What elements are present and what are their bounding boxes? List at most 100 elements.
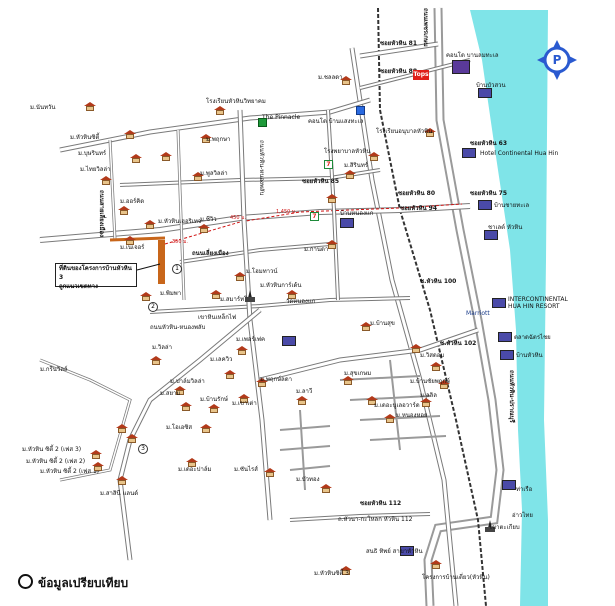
label-mu-nantawan: ม.นันทวัน	[30, 104, 56, 111]
label-sea: อ่าวไทย	[512, 512, 533, 519]
label-mu-lake: ม.เลควิว	[210, 356, 233, 363]
building-icon	[492, 298, 506, 308]
house-icon	[340, 566, 352, 575]
label-soi-100: ซ.หัวหิน 100	[420, 278, 457, 285]
label-condo-paeng: คอนโด บ้านแสงทะเล	[308, 118, 364, 125]
highway-phetkasem-inner	[425, 7, 503, 606]
project-sublabel: ถูกแนวเขตทาง	[59, 283, 98, 290]
marker-1: 1	[172, 264, 182, 274]
label-mu-nature: ม.เนเจอร์	[120, 244, 145, 251]
label-soi-85: ซอยหัวหิน 85	[302, 178, 340, 185]
label-mu-orchid: ม.ออร์คิด	[120, 198, 145, 205]
label-soi-63: ซอยหัวหิน 63	[470, 140, 508, 147]
house-icon	[384, 414, 396, 423]
label-baan-suan: บ้านบัวสวน	[476, 82, 506, 89]
label-baan-chaitalay: บ้านชายทะเล	[494, 202, 530, 209]
house-icon	[130, 154, 142, 163]
label-road-bypass: ถนนเลี่ยงเมือง	[192, 250, 229, 257]
label-baan-hua-hin: บ้านหัวหิน	[516, 352, 543, 359]
label-mu-hh-garden: ม.หัวหินการ์เด้น	[260, 282, 302, 289]
project-label: ที่ดินของโครงการบ้านหัวหิน 3	[59, 265, 132, 281]
label-road-south: ถนนหัวหิน-ปราณบุรี	[508, 370, 515, 423]
label-mu-hh-heritage: ม.หัวหินเฮอริเทจ	[158, 218, 202, 225]
building-icon	[484, 230, 498, 240]
label-mu-sukkasem: ม.สุขเกษม	[344, 370, 372, 377]
house-icon	[214, 106, 226, 115]
building-icon	[498, 332, 512, 342]
house-icon	[286, 290, 298, 299]
label-mu-palm: ม.ปาล์มวิลล่า	[170, 378, 205, 385]
label-mu-smart-home: ม.สมาร์ทโฮม	[220, 296, 255, 303]
label-school-anuban: โรงเรียนอนุบาลหัวหิน	[376, 128, 433, 135]
house-icon	[326, 194, 338, 203]
condo-building-icon	[452, 60, 470, 74]
house-icon	[360, 322, 372, 331]
label-mu-baan-rak: ม.บ้านรักษ์	[200, 396, 228, 403]
house-icon	[430, 560, 442, 569]
label-sonthi: สนธิ ทิพย์ สาขาหัวหิน	[366, 548, 423, 555]
house-icon	[236, 346, 248, 355]
label-soi-75: ซอยหัวหิน 75	[470, 190, 508, 197]
label-mu-sirin: ม.สิรินทร์	[344, 162, 369, 169]
label-mu-la-vie: ม.ลาวี	[296, 388, 313, 395]
road-grid-south	[279, 409, 331, 491]
house-icon	[256, 378, 268, 387]
building-icon	[500, 350, 514, 360]
road-grid-east	[339, 359, 447, 451]
building-icon	[462, 148, 476, 158]
house-icon	[296, 396, 308, 405]
house-icon	[208, 404, 220, 413]
tops-store-icon: Tops	[413, 70, 429, 80]
label-road-main: ถนนหัวหิน-หนองพลับ	[150, 324, 206, 331]
label-mu-sasini: ม.สาสินี แลนด์	[100, 490, 139, 497]
project-plot	[158, 240, 165, 284]
house-icon	[366, 396, 378, 405]
label-mu-hh-3: ม.หัวหิน ซิตี้ 2 (เฟส 1)	[40, 468, 100, 475]
temple-icon	[244, 290, 256, 302]
house-icon	[238, 394, 250, 403]
label-mu-hh-city: ม.หัวหินซิตี้	[70, 134, 100, 141]
label-mu-hh3: ม.หัวหินซิตี้ 3	[314, 570, 349, 577]
house-icon	[342, 376, 354, 385]
label-soi-81: ซอยหัวหิน 81	[380, 40, 418, 47]
label-mu-green: ม.กรีนวิลล์	[40, 366, 68, 373]
building-icon	[478, 200, 492, 210]
legend-label: ข้อมูลเปรียบเทียบ	[38, 576, 129, 590]
building-icon	[502, 480, 516, 490]
label-hospital: โรงพยาบาลหัวหิน	[324, 148, 371, 155]
house-icon	[180, 402, 192, 411]
label-chalet: ชาเลต์ หัวหิน	[488, 224, 523, 231]
house-icon	[124, 236, 136, 245]
top-road-label: ถนนเพชรเกษม	[422, 8, 429, 47]
label-mu-perfect: ม.เพอร์เฟค	[236, 336, 266, 343]
label-mu-the-boulevard: ม.เดอะบูเลอวาร์ด	[374, 402, 420, 409]
house-icon	[410, 344, 422, 353]
house-icon	[116, 476, 128, 485]
house-icon	[264, 468, 276, 477]
label-mu-sunrise: ม.ซันไรส์	[234, 466, 258, 473]
label-mu-pool: ม.พูลวิลล่า	[200, 170, 228, 177]
label-school-hua-hin: โรงเรียนหัวหินวิทยาคม	[206, 98, 266, 105]
label-soi-94: ซอยหัวหิน 94	[400, 205, 438, 212]
house-icon	[150, 356, 162, 365]
label-mu-hh-1: ม.หัวหิน ซิตี้ 2 (เฟส 3)	[22, 446, 82, 453]
label-the-pinnacle: The Pinnacle	[262, 114, 301, 121]
label-mu-wisdom: ม.วิสดอม	[420, 352, 445, 359]
house-icon	[438, 380, 450, 389]
house-icon	[320, 484, 332, 493]
label-km-ring: ถนนสายเลี่ยงเมือง	[98, 190, 105, 238]
house-icon	[124, 130, 136, 139]
label-baan-nong: บ้านหนองแก	[340, 210, 374, 217]
house-icon	[92, 462, 104, 471]
house-icon	[224, 370, 236, 379]
sea-area	[470, 10, 548, 606]
label-takiab: เขาตะเกียบ	[490, 524, 520, 531]
temple-icon	[484, 520, 496, 532]
label-mu-hh-2: ม.หัวหิน ซิตี้ 2 (เฟส 2)	[26, 458, 86, 465]
house-icon	[144, 220, 156, 229]
building-icon	[258, 118, 267, 127]
label-mu-phruksa: ม.พฤกษา	[206, 136, 231, 143]
distance-line	[164, 203, 463, 245]
